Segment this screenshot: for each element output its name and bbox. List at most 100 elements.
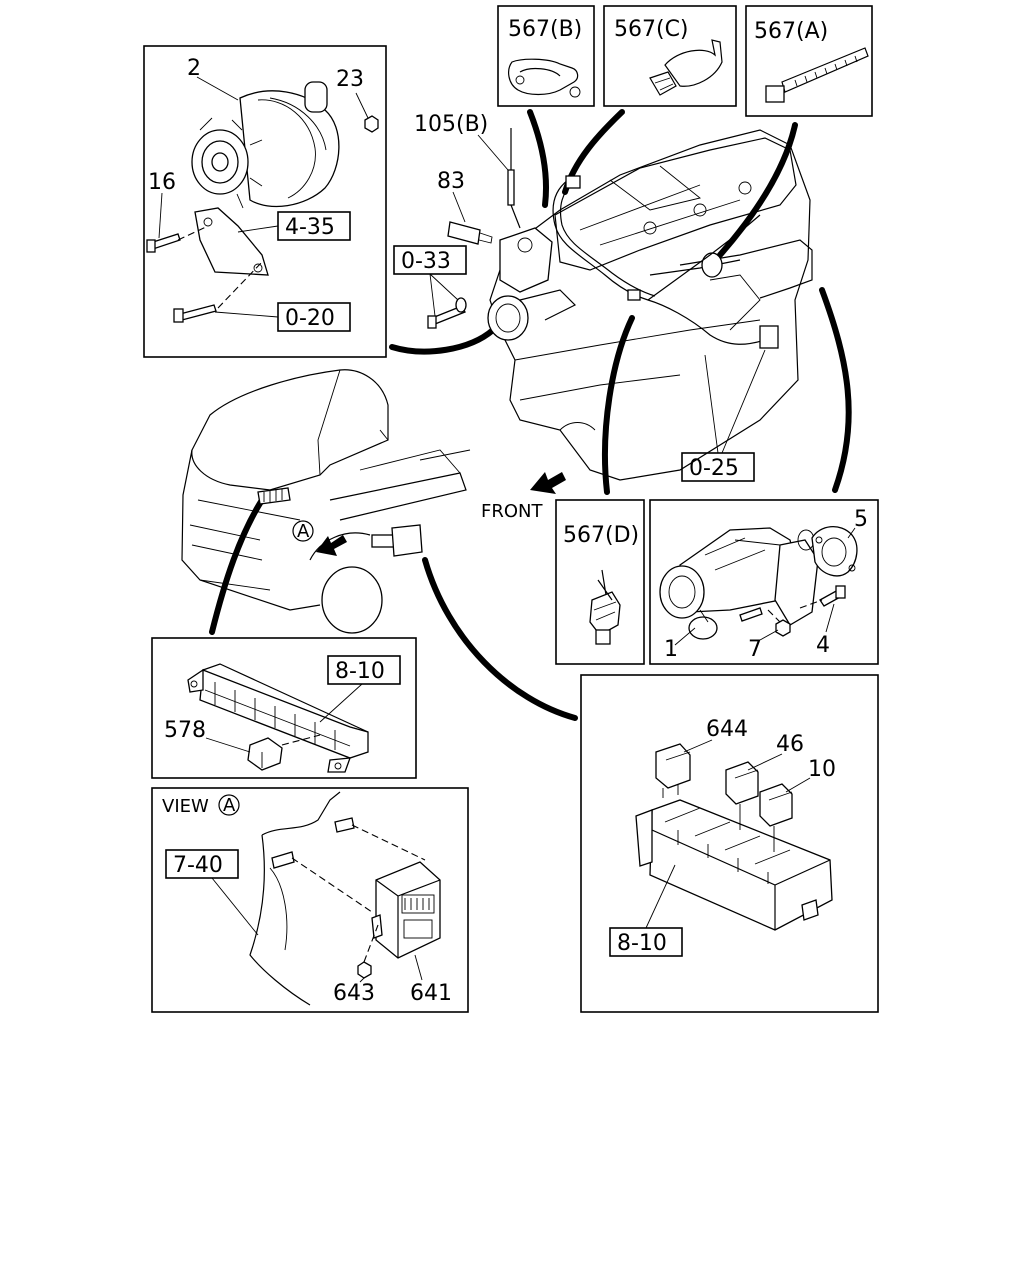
sensor-83 [447, 221, 481, 245]
control-module-641 [375, 861, 441, 959]
label-7-40: 7-40 [173, 853, 223, 878]
starter-frame [649, 499, 879, 665]
label-643: 643 [333, 981, 375, 1006]
relay-46 [725, 761, 759, 805]
vehicle-connector-2 [391, 524, 423, 557]
label-7: 7 [748, 637, 762, 662]
clamp-567b-frame [497, 5, 595, 107]
callout-arc-alternator [389, 327, 496, 355]
view-a-title-marker: A [223, 795, 236, 816]
washer-0-33 [455, 297, 467, 313]
alternator-group: 2 23 16 4-35 0-20 [143, 45, 387, 358]
alternator-frame [143, 45, 387, 358]
callout-arc-relay-box [422, 557, 578, 721]
label-8-10-b: 8-10 [617, 931, 667, 956]
label-8-10-a: 8-10 [335, 659, 385, 684]
fuse-block-group: 8-10 578 [151, 637, 417, 779]
clamp-567b-part [508, 58, 579, 96]
vehicle-frame-rail [329, 472, 467, 521]
label-105b: 105(B) [414, 112, 488, 137]
callout-arc-clamp-a [717, 122, 798, 258]
label-2: 2 [187, 56, 201, 81]
label-578: 578 [164, 718, 206, 743]
label-567b: 567(B) [508, 17, 582, 42]
label-0-25: 0-25 [689, 456, 739, 481]
nut-7 [775, 619, 791, 637]
clamp-567c-part [664, 39, 723, 87]
label-5: 5 [854, 507, 868, 532]
gasket-5 [811, 526, 858, 577]
view-a-title: VIEW [162, 796, 209, 817]
fuse-block-body [199, 669, 369, 759]
clamp-567a-frame [745, 5, 873, 117]
nut-643 [357, 961, 372, 979]
label-16: 16 [148, 170, 176, 195]
view-a-marker-circle [292, 520, 314, 542]
clip-567d-group: 567(D) [555, 499, 645, 665]
label-10: 10 [808, 757, 836, 782]
ref-box-8-10-a [327, 655, 401, 685]
nut-23 [364, 115, 379, 133]
clamp-567c-frame [603, 5, 737, 107]
label-1: 1 [664, 637, 678, 662]
alternator-body [239, 90, 340, 208]
label-83: 83 [437, 169, 465, 194]
label-4-35: 4-35 [285, 215, 335, 240]
view-a-frame [151, 787, 469, 1013]
label-567a: 567(A) [754, 19, 828, 44]
water-outlet [487, 295, 529, 341]
relay-10 [759, 783, 793, 827]
fuse-block-frame [151, 637, 417, 779]
label-567d: 567(D) [563, 523, 639, 548]
label-0-20: 0-20 [285, 306, 335, 331]
vehicle-connector-1 [371, 534, 395, 548]
clip-567d-part [589, 591, 621, 636]
relay-box-frame [580, 674, 879, 1013]
front-arrow [530, 472, 566, 494]
relay-box-group: 644 46 10 8-10 [580, 674, 879, 1013]
stud-upper [334, 817, 355, 833]
cable-tie-head [765, 85, 785, 103]
clamp-567a-group: 567(A) [745, 5, 873, 117]
starter-motor-end [659, 565, 705, 619]
vehicle-cab [191, 369, 389, 491]
label-4: 4 [816, 633, 830, 658]
view-a-marker: A [297, 521, 310, 542]
harness-connector [759, 325, 779, 349]
vehicle-wheel [321, 566, 383, 634]
label-23: 23 [336, 67, 364, 92]
label-567c: 567(C) [614, 17, 689, 42]
bolt-0-20 [179, 304, 217, 321]
relay-tray-bracket [635, 809, 653, 867]
clamp-567c-group: 567(C) [603, 5, 737, 107]
intake-pipe [679, 239, 813, 299]
clamp-567b-group: 567(B) [497, 5, 595, 107]
panel-outline [261, 791, 341, 836]
ref-box-7-40 [165, 849, 239, 879]
sensor-105b [507, 169, 515, 206]
vehicle-relay-block [257, 487, 291, 505]
label-0-33: 0-33 [401, 249, 451, 274]
view-a-group: VIEW A 7-40 643 641 [151, 787, 469, 1013]
wiring-harness [552, 179, 766, 345]
callout-arc-fuse-block [209, 497, 265, 635]
label-46: 46 [776, 732, 804, 757]
relay-578 [247, 737, 283, 771]
engine-block [489, 129, 811, 481]
callout-arc-clamp-b [527, 109, 550, 208]
vehicle-fender [309, 532, 371, 561]
ref-box-0-20 [277, 302, 351, 332]
clip-567d-frame [555, 499, 645, 665]
view-a-title-circle [218, 794, 240, 816]
vehicle-group: A [181, 369, 471, 634]
cable-tie-567a [781, 47, 869, 93]
ref-box-4-35 [277, 211, 351, 241]
label-front: FRONT [481, 501, 543, 522]
callout-arc-clip-d [602, 315, 635, 495]
label-644: 644 [706, 717, 748, 742]
relay-644 [655, 743, 691, 789]
relay-tray [649, 799, 833, 931]
alternator-bracket [194, 207, 269, 276]
starter-group: 5 1 7 4 [649, 499, 879, 665]
